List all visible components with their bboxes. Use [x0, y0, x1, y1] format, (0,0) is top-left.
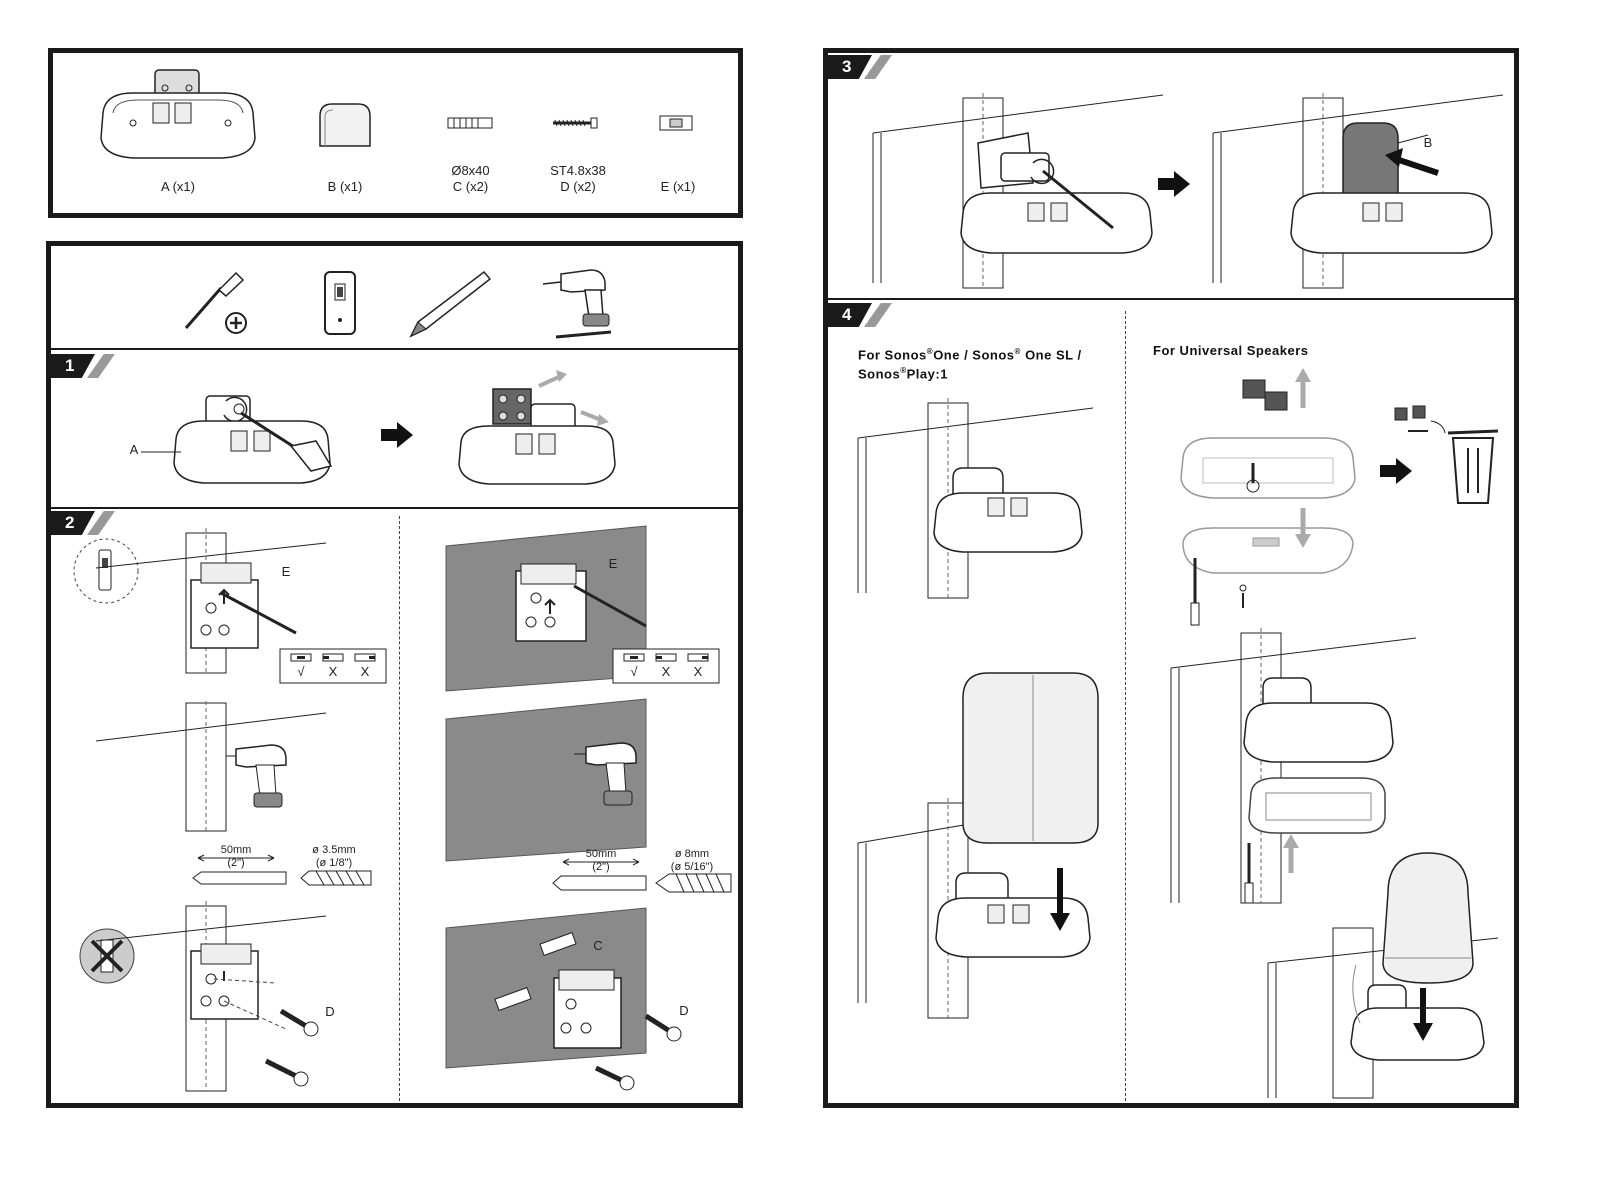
masonry-level-check-mark: √ — [624, 664, 644, 679]
pencil-icon — [406, 266, 496, 341]
step-2-label-d-wood: D — [323, 1004, 337, 1019]
step-4-badge: 4 — [828, 303, 894, 327]
step-3-badge: 3 — [828, 55, 894, 79]
wood-wall-drill-illustration — [96, 701, 336, 831]
universal-remove-clips-illustration — [1173, 368, 1363, 648]
step-1-divider — [51, 507, 738, 509]
step-1-badge: 1 — [51, 354, 117, 378]
tools-divider — [51, 348, 738, 350]
part-d-screw-illustration — [551, 115, 601, 131]
part-d-spec: ST4.8x38 — [543, 163, 613, 178]
step-3-attach-cover-illustration — [1213, 93, 1503, 288]
arrow-right-icon — [381, 422, 413, 448]
part-a-bracket-illustration — [93, 68, 263, 168]
step-1-label-a: A — [127, 442, 141, 457]
steps-3-4-panel: 3 B 4 For Sonos®One / Sonos® One SL / S — [823, 48, 1519, 1108]
step-2-column-divider — [399, 516, 400, 1101]
part-e-level-illustration — [658, 113, 694, 133]
masonry-drill-bit-illustration — [551, 871, 741, 895]
screwdriver-icon — [181, 268, 251, 338]
arrow-right-icon — [1158, 171, 1190, 197]
universal-speakers-heading: For Universal Speakers — [1153, 343, 1309, 359]
wood-level-check-mark: √ — [291, 664, 311, 679]
wood-level-cross-2: X — [355, 664, 375, 679]
wood-wall-screw-illustration — [96, 901, 336, 1091]
masonry-level-cross-2: X — [688, 664, 708, 679]
stud-finder-icon — [321, 268, 361, 338]
masonry-distance-arrow — [561, 858, 641, 866]
masonry-wall-anchor-illustration — [446, 908, 716, 1093]
part-a-label: A (x1) — [148, 179, 208, 194]
part-c-spec: Ø8x40 — [438, 163, 503, 178]
wood-drill-size-mm: ø 3.5mm — [309, 844, 359, 856]
masonry-drill-size-mm: ø 8mm — [667, 848, 717, 860]
step-2-label-e-masonry: E — [606, 556, 620, 571]
step-3-attach-bracket-illustration — [873, 93, 1163, 288]
discard-parts-trash-icon — [1393, 403, 1508, 513]
step-3-label-b: B — [1421, 135, 1435, 150]
universal-speaker-install-illustration — [1268, 853, 1508, 1103]
part-c-label: C (x2) — [438, 179, 503, 194]
parts-panel: A (x1) B (x1) Ø8x40 C (x2) ST4.8x38 D (x… — [48, 48, 743, 218]
masonry-level-cross-1: X — [656, 664, 676, 679]
part-b-label: B (x1) — [315, 179, 375, 194]
wood-level-cross-1: X — [323, 664, 343, 679]
part-d-label: D (x2) — [543, 179, 613, 194]
step-2-label-c: C — [591, 938, 605, 953]
step-2-label-e-wood: E — [279, 564, 293, 579]
step-3-divider — [828, 298, 1514, 300]
wood-distance-arrow — [196, 854, 276, 862]
step-1-remove-plate-illustration — [166, 391, 346, 491]
step-4-column-divider — [1125, 311, 1126, 1101]
part-b-cover-illustration — [315, 101, 375, 151]
drill-icon — [541, 262, 621, 342]
sonos-mounted-bracket-illustration — [858, 398, 1108, 598]
sonos-speakers-heading: For Sonos®One / Sonos® One SL / Sonos®Pl… — [858, 344, 1113, 383]
step-2-label-d-masonry: D — [677, 1003, 691, 1018]
wood-drill-bit-illustration — [191, 866, 381, 890]
part-e-label: E (x1) — [648, 179, 708, 194]
masonry-wall-drill-illustration — [446, 699, 666, 864]
step-1-plate-removed-illustration — [451, 364, 631, 494]
part-c-anchor-illustration — [446, 115, 496, 131]
sonos-speaker-install-illustration — [858, 673, 1118, 1023]
step-1-leader-line — [141, 450, 181, 454]
steps-1-2-panel: 1 A 2 — [46, 241, 743, 1108]
